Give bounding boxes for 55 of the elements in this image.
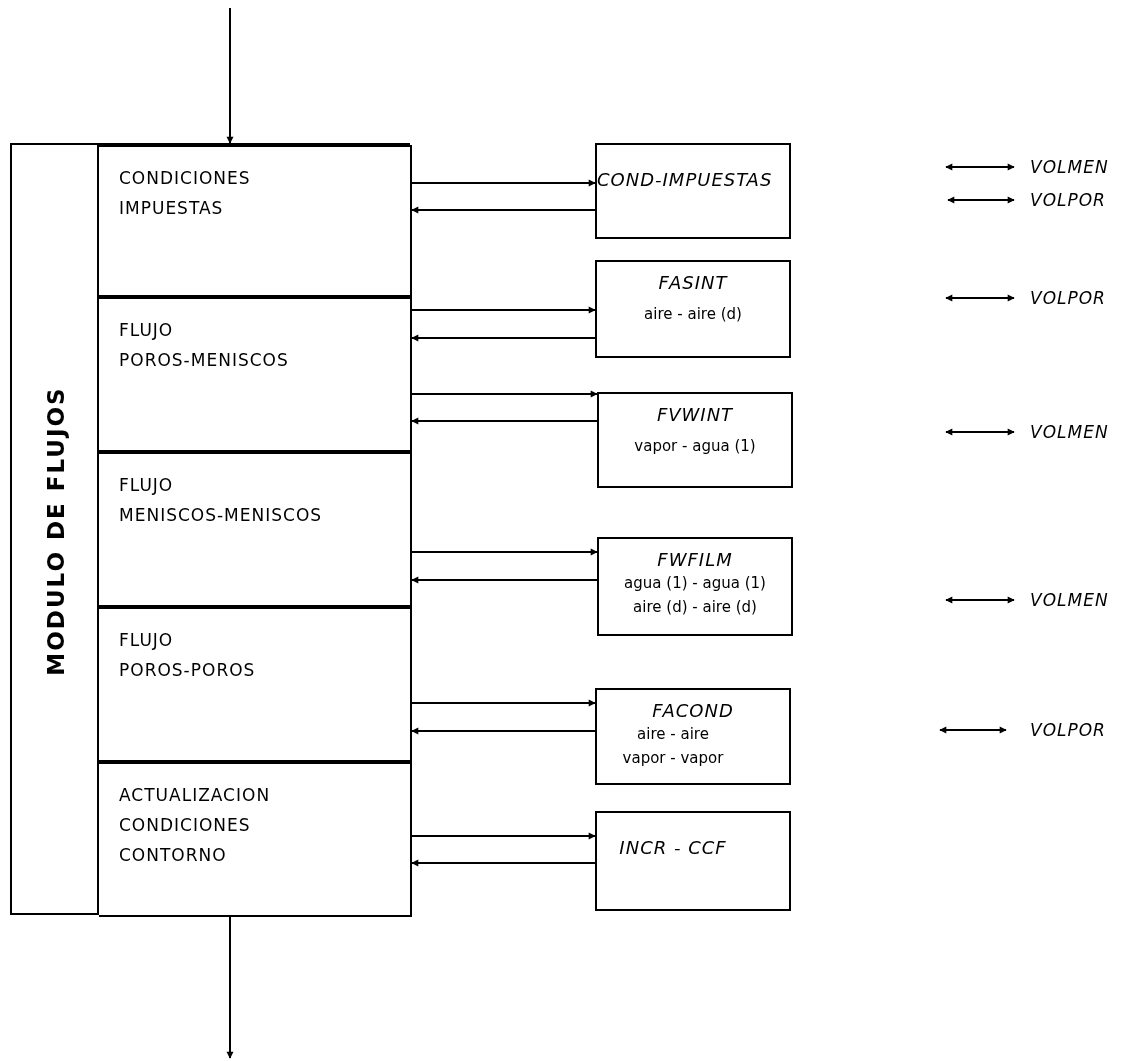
- arrow: [411, 179, 596, 187]
- section-box: [99, 145, 412, 297]
- arrow: [939, 726, 1007, 734]
- arrow: [947, 196, 1015, 204]
- arrow: [411, 306, 596, 314]
- subroutine-name: FACOND: [652, 700, 734, 721]
- variable-label: VOLPOR: [1030, 719, 1106, 741]
- section-box: [99, 607, 412, 762]
- module-box: [10, 143, 410, 915]
- subroutine-name: FWFILM: [657, 549, 733, 570]
- section-box: [99, 762, 412, 917]
- arrow: [411, 832, 596, 840]
- subroutine-box: [597, 537, 793, 636]
- subroutine-detail: aire (d) - aire (d): [633, 597, 757, 618]
- arrow: [411, 727, 596, 735]
- arrow: [411, 417, 598, 425]
- subroutine-name: INCR - CCF: [619, 837, 727, 858]
- subroutine-detail: vapor - agua (1): [634, 436, 756, 457]
- variable-label: VOLPOR: [1030, 189, 1106, 211]
- subroutine-detail: agua (1) - agua (1): [624, 573, 766, 594]
- subroutine-name: FASINT: [658, 272, 728, 293]
- section-box: [99, 452, 412, 607]
- arrow: [411, 859, 596, 867]
- arrow: [945, 596, 1015, 604]
- variable-label: VOLMEN: [1030, 589, 1109, 611]
- module-title: MODULO DE FLUJOS: [42, 386, 69, 676]
- subroutine-name: COND-IMPUESTAS: [597, 169, 773, 190]
- arrow: [411, 548, 598, 556]
- section-label: ACTUALIZACION CONDICIONES CONTORNO: [119, 784, 271, 867]
- subroutine-box: [595, 811, 791, 911]
- subroutine-box: [595, 260, 791, 358]
- subroutine-detail: aire - aire (d): [644, 304, 742, 325]
- variable-label: VOLMEN: [1030, 156, 1109, 178]
- section-label: FLUJO POROS-MENISCOS: [119, 319, 289, 372]
- arrow: [411, 576, 598, 584]
- arrow: [945, 294, 1015, 302]
- arrow: [411, 699, 596, 707]
- arrow: [945, 163, 1015, 171]
- section-label: CONDICIONES IMPUESTAS: [119, 167, 251, 220]
- arrow: [411, 334, 596, 342]
- variable-label: VOLMEN: [1030, 421, 1109, 443]
- subroutine-box: [595, 688, 791, 785]
- section-label: FLUJO MENISCOS-MENISCOS: [119, 474, 323, 527]
- arrow: [945, 428, 1015, 436]
- subroutine-detail: vapor - vapor: [622, 748, 724, 769]
- section-box: [99, 297, 412, 452]
- subroutine-box: [595, 143, 791, 239]
- subroutine-name: FVWINT: [656, 404, 734, 425]
- subroutine-detail: aire - aire: [637, 724, 709, 745]
- subroutine-box: [597, 392, 793, 488]
- arrow: [226, 7, 234, 144]
- variable-label: VOLPOR: [1030, 287, 1106, 309]
- section-label: FLUJO POROS-POROS: [119, 629, 256, 682]
- arrow: [411, 390, 598, 398]
- arrow: [411, 206, 596, 214]
